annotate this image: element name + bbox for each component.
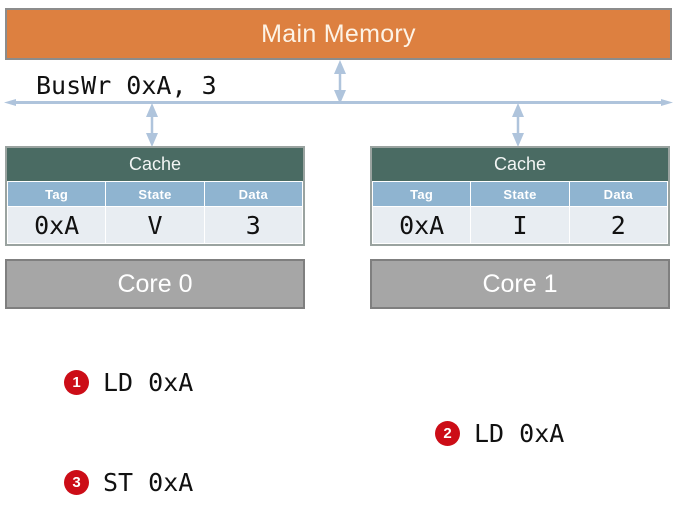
table-row: 0xA V 3 <box>6 206 304 244</box>
cache0-cell-data: 3 <box>203 206 304 244</box>
instruction-text-1: LD 0xA <box>103 368 194 397</box>
core0-node: Cache Tag State Data 0xA V 3 Core 0 <box>5 146 305 309</box>
column-header-tag: Tag <box>6 181 107 207</box>
main-memory-label: Main Memory <box>261 19 416 48</box>
connector-bus-to-cache0 <box>146 103 158 147</box>
instruction-step-2: 2 LD 0xA <box>435 419 564 448</box>
instruction-step-3: 3 ST 0xA <box>64 468 193 497</box>
cache0-box: Cache Tag State Data 0xA V 3 <box>5 146 305 246</box>
table-row: 0xA I 2 <box>371 206 669 244</box>
cache1-title: Cache <box>372 148 668 181</box>
column-header-tag: Tag <box>371 181 472 207</box>
core0-box: Core 0 <box>5 259 305 309</box>
cache0-cell-state: V <box>105 206 205 244</box>
cache0-cell-tag: 0xA <box>6 206 107 244</box>
table-header-row: Tag State Data <box>6 181 304 207</box>
bus-transaction-label: BusWr 0xA, 3 <box>36 71 217 100</box>
cache1-box: Cache Tag State Data 0xA I 2 <box>370 146 670 246</box>
core0-label: Core 0 <box>117 269 193 298</box>
cache1-table: Tag State Data 0xA I 2 <box>371 181 669 244</box>
cache1-cell-tag: 0xA <box>371 206 472 244</box>
column-header-data: Data <box>568 181 669 207</box>
instruction-text-3: ST 0xA <box>103 468 194 497</box>
bus-line <box>4 99 673 106</box>
cache0-title: Cache <box>7 148 303 181</box>
cache0-table: Tag State Data 0xA V 3 <box>6 181 304 244</box>
instruction-step-1: 1 LD 0xA <box>64 368 193 397</box>
column-header-data: Data <box>203 181 304 207</box>
step-badge-1: 1 <box>64 370 89 395</box>
core1-label: Core 1 <box>482 269 558 298</box>
core1-box: Core 1 <box>370 259 670 309</box>
core1-node: Cache Tag State Data 0xA I 2 Core 1 <box>370 146 670 309</box>
column-header-state: State <box>105 181 205 207</box>
column-header-state: State <box>470 181 570 207</box>
main-memory-block: Main Memory <box>5 8 672 60</box>
step-badge-2: 2 <box>435 421 460 446</box>
cache1-cell-data: 2 <box>568 206 669 244</box>
cache1-cell-state: I <box>470 206 570 244</box>
instruction-text-2: LD 0xA <box>474 419 565 448</box>
step-badge-3: 3 <box>64 470 89 495</box>
connector-bus-to-cache1 <box>512 103 524 147</box>
table-header-row: Tag State Data <box>371 181 669 207</box>
connector-memory-to-bus <box>334 60 346 104</box>
